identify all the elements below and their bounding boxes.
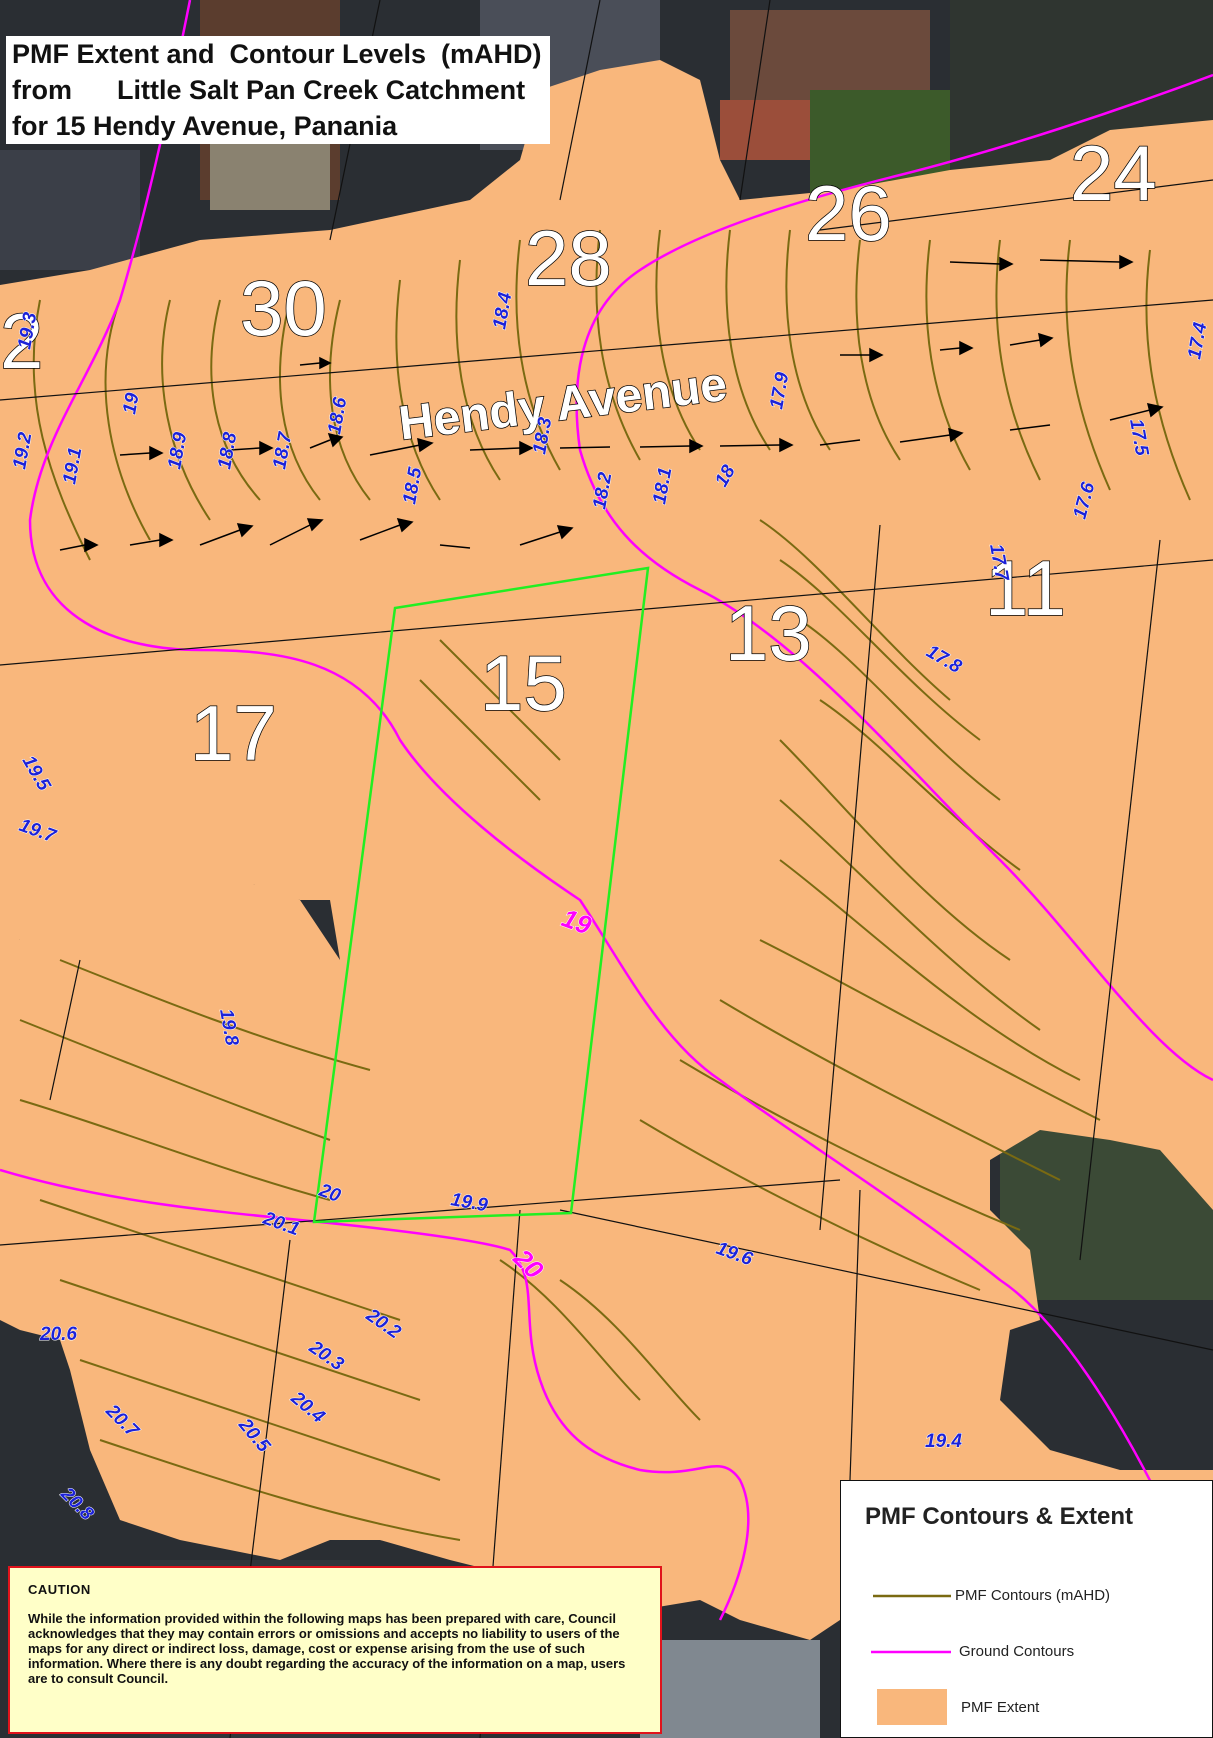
lot-number: 26 (805, 169, 892, 257)
map-title-line-3: for 15 Hendy Avenue, Panania (12, 111, 398, 141)
lot-number: 24 (1070, 129, 1157, 217)
contour-label: 19.4 (925, 1431, 962, 1452)
pmf-extent-area (0, 60, 1213, 1640)
contour-label: 19 (119, 391, 143, 416)
caution-heading: CAUTION (28, 1582, 91, 1597)
lot-number: 13 (725, 589, 812, 677)
lot-number: 15 (480, 639, 567, 727)
pmf-contour-swatch-icon (873, 1594, 951, 1598)
lot-number: 2 (0, 297, 43, 385)
legend-item-pmf-contours: PMF Contours (mAHD) (841, 1581, 1213, 1611)
lot-number: 28 (525, 214, 612, 302)
contour-label: 20.6 (39, 1324, 77, 1345)
pmf-contour-lines (19, 229, 1191, 1541)
legend-item-ground-contours: Ground Contours (841, 1637, 1213, 1667)
lot-number: 11 (985, 544, 1066, 632)
legend-item-pmf-extent: PMF Extent (841, 1689, 1213, 1725)
ground-contour-swatch-icon (871, 1650, 951, 1654)
caution-body: While the information provided within th… (28, 1611, 626, 1686)
lot-number: 17 (190, 689, 277, 777)
lot-numbers: 2 30 28 26 24 17 15 13 11 (0, 128, 1158, 778)
contour-label: 18.2 (589, 470, 616, 510)
legend-label: PMF Contours (mAHD) (955, 1587, 1111, 1604)
legend-title: PMF Contours & Extent (865, 1503, 1133, 1530)
map-title-line-2: from Little Salt Pan Creek Catchment (12, 75, 526, 105)
map-legend: PMF Contours & Extent PMF Contours (mAHD… (840, 1480, 1213, 1738)
caution-notice: CAUTION While the information provided w… (8, 1566, 662, 1734)
legend-label: Ground Contours (959, 1643, 1075, 1660)
legend-label: PMF Extent (961, 1699, 1040, 1716)
flow-arrows (59, 254, 1164, 553)
map-title-line-1: PMF Extent and Contour Levels (mAHD) (12, 39, 542, 69)
pmf-extent-swatch-icon (877, 1689, 947, 1725)
map-title: PMF Extent and Contour Levels (mAHD) fro… (6, 36, 550, 144)
subject-property-boundary (312, 566, 650, 1224)
contour-label: 18.9 (164, 430, 191, 470)
lot-number: 30 (240, 264, 327, 352)
ground-contour-lines (0, 0, 1213, 1621)
